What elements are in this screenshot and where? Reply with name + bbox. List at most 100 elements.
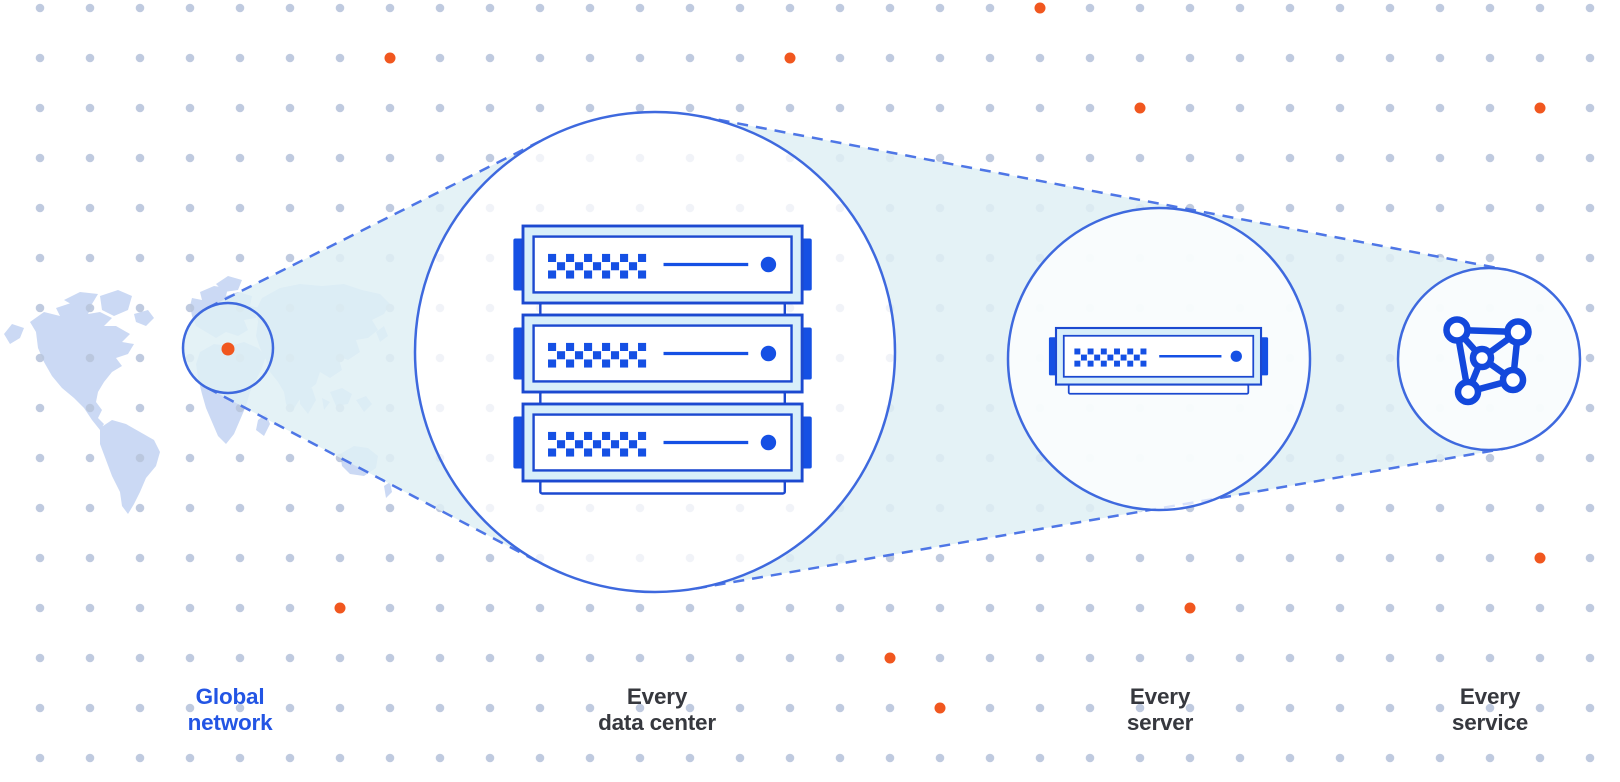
grid-dot	[135, 603, 145, 613]
grid-dot	[535, 653, 545, 663]
grid-dot	[1385, 653, 1395, 663]
grid-dot	[1485, 253, 1495, 263]
grid-dot	[435, 3, 445, 13]
grid-dot	[585, 53, 595, 63]
grid-dot	[735, 603, 745, 613]
grid-dot	[1135, 553, 1145, 563]
grid-dot	[35, 253, 45, 263]
label-line: Every	[1459, 684, 1521, 709]
grid-dot	[1485, 103, 1495, 113]
grid-dot	[185, 503, 195, 513]
grid-dot	[1435, 553, 1445, 563]
grid-dot	[1535, 703, 1545, 713]
grid-dot	[685, 653, 695, 663]
grid-dot	[1085, 3, 1095, 13]
grid-dot	[1435, 3, 1445, 13]
grid-dot	[785, 603, 795, 613]
grid-dot	[1435, 103, 1445, 113]
orange-grid-dot	[1134, 102, 1146, 114]
grid-dot	[1435, 503, 1445, 513]
grid-dot	[185, 203, 195, 213]
grid-dot	[1185, 653, 1195, 663]
grid-dot	[235, 453, 245, 463]
grid-dot	[1085, 703, 1095, 713]
grid-dot	[135, 103, 145, 113]
grid-dot	[1335, 3, 1345, 13]
grid-dot	[385, 153, 395, 163]
grid-dot	[735, 3, 745, 13]
grid-dot	[1485, 153, 1495, 163]
grid-dot	[35, 3, 45, 13]
grid-dot	[185, 53, 195, 63]
grid-dot	[35, 603, 45, 613]
orange-grid-dot	[1034, 2, 1046, 14]
grid-dot	[1485, 53, 1495, 63]
grid-dot	[35, 753, 45, 763]
grid-dot	[135, 753, 145, 763]
grid-dot	[1285, 703, 1295, 713]
grid-dot	[1535, 253, 1545, 263]
grid-dot	[135, 353, 145, 363]
grid-dot	[235, 753, 245, 763]
grid-dot	[985, 553, 995, 563]
grid-dot	[335, 703, 345, 713]
grid-dot	[285, 153, 295, 163]
grid-dot	[785, 753, 795, 763]
grid-dot	[1185, 53, 1195, 63]
grid-dot	[835, 653, 845, 663]
grid-dot	[1335, 503, 1345, 513]
grid-dot	[1435, 53, 1445, 63]
grid-dot	[235, 203, 245, 213]
grid-dot	[35, 503, 45, 513]
network-graph-icon	[1443, 316, 1532, 406]
grid-dot	[1085, 53, 1095, 63]
grid-dot	[885, 3, 895, 13]
grid-dot	[135, 453, 145, 463]
grid-dot	[735, 653, 745, 663]
grid-dot	[1435, 153, 1445, 163]
grid-dot	[285, 553, 295, 563]
grid-dot	[785, 3, 795, 13]
zoom-beam-left	[183, 137, 548, 565]
grid-dot	[435, 703, 445, 713]
grid-dot	[585, 3, 595, 13]
grid-dot	[235, 53, 245, 63]
grid-dot	[635, 753, 645, 763]
grid-dot	[1535, 653, 1545, 663]
grid-dot	[1535, 453, 1545, 463]
grid-dot	[1035, 603, 1045, 613]
grid-dot	[335, 203, 345, 213]
grid-dot	[1185, 753, 1195, 763]
server-icon	[1047, 326, 1270, 395]
grid-dot	[35, 53, 45, 63]
location-marker-dot	[221, 342, 235, 356]
grid-dot	[585, 753, 595, 763]
grid-dot	[935, 3, 945, 13]
grid-dot	[185, 403, 195, 413]
grid-dot	[85, 353, 95, 363]
grid-dot	[85, 703, 95, 713]
grid-dot	[35, 353, 45, 363]
grid-dot	[635, 103, 645, 113]
grid-dot	[535, 603, 545, 613]
grid-dot	[85, 503, 95, 513]
grid-dot	[1135, 3, 1145, 13]
grid-dot	[1035, 53, 1045, 63]
label-global-network: Global network	[188, 684, 273, 735]
grid-dot	[1385, 503, 1395, 513]
grid-dot	[235, 253, 245, 263]
grid-dot	[1285, 153, 1295, 163]
grid-dot	[1235, 703, 1245, 713]
grid-dot	[1135, 153, 1145, 163]
grid-dot	[985, 753, 995, 763]
grid-dot	[885, 603, 895, 613]
grid-dot	[1335, 753, 1345, 763]
grid-dot	[1285, 3, 1295, 13]
grid-dot	[1235, 753, 1245, 763]
map-highlight-circle	[181, 301, 275, 395]
orange-grid-dot	[934, 702, 946, 714]
grid-dot	[1485, 753, 1495, 763]
grid-dot	[1485, 703, 1495, 713]
grid-dot	[1285, 603, 1295, 613]
